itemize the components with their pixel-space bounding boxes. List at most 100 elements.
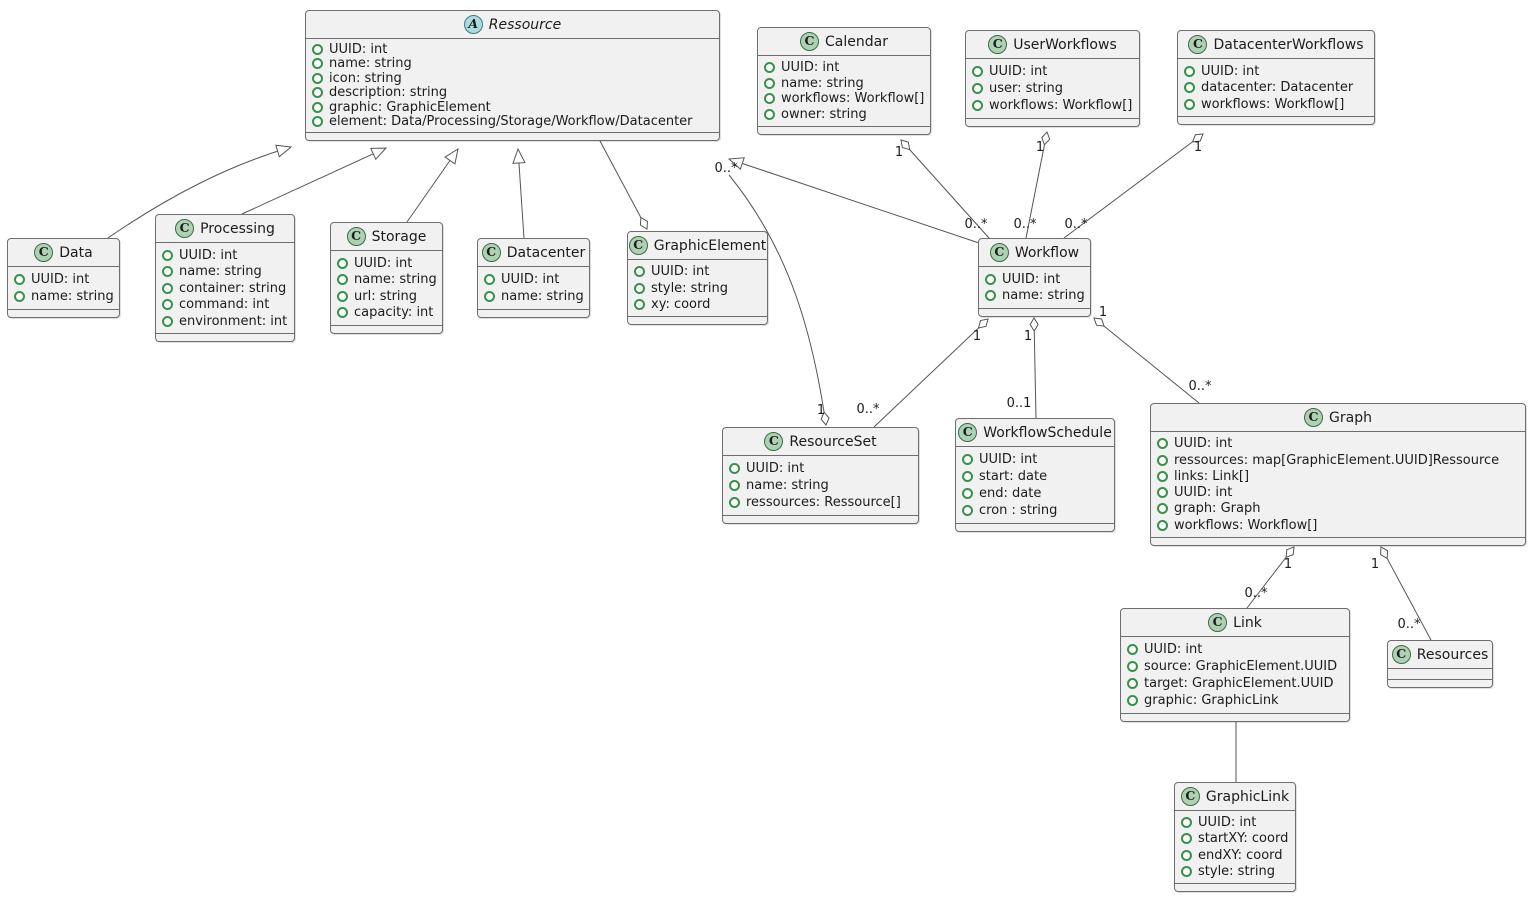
- field-visibility-icon: [764, 61, 775, 73]
- class-icon: C: [1208, 613, 1228, 632]
- attribute: cron : string: [962, 504, 1107, 517]
- attribute: element: Data/Processing/Storage/Workflo…: [312, 115, 712, 128]
- attribute: name: string: [729, 479, 911, 492]
- multiplicity-label: 0..*: [1397, 617, 1421, 632]
- field-visibility-icon: [634, 298, 645, 310]
- methods-compartment: [156, 333, 294, 341]
- field-visibility-icon: [162, 249, 173, 261]
- attribute-text: ressources: Ressource[]: [746, 495, 901, 510]
- edge-Graph-Workflow: [1093, 317, 1200, 404]
- field-visibility-icon: [1157, 519, 1168, 531]
- attribute-text: container: string: [179, 280, 287, 296]
- class-name: Link: [1233, 614, 1262, 631]
- attribute: UUID: int: [14, 273, 112, 286]
- methods-compartment: [478, 309, 589, 317]
- class-name: Calendar: [825, 33, 888, 50]
- attribute-text: UUID: int: [329, 41, 388, 57]
- field-visibility-icon: [1181, 833, 1192, 845]
- attribute-text: UUID: int: [989, 64, 1048, 79]
- field-visibility-icon: [764, 93, 775, 105]
- field-visibility-icon: [312, 58, 323, 70]
- attribute-text: xy: coord: [651, 296, 711, 312]
- attribute-text: UUID: int: [501, 272, 560, 287]
- multiplicity-label: 1: [1371, 557, 1379, 572]
- attribute: UUID: int: [729, 462, 911, 475]
- attribute-text: name: string: [31, 289, 114, 304]
- attribute-text: UUID: int: [781, 59, 840, 75]
- field-visibility-icon: [312, 87, 323, 99]
- field-visibility-icon: [14, 291, 25, 302]
- attribute: graph: Graph: [1157, 502, 1518, 515]
- attribute-text: owner: string: [781, 107, 867, 123]
- edge-Ressource-ResourceSet: [728, 174, 830, 426]
- class-icon: C: [1180, 787, 1200, 806]
- class-name: Ressource: [488, 16, 562, 33]
- field-visibility-icon: [312, 116, 323, 128]
- attribute-text: datacenter: Datacenter: [1201, 80, 1354, 95]
- attribute-text: startXY: coord: [1198, 831, 1289, 847]
- attribute-text: ressources: map[GraphicElement.UUID]Ress…: [1174, 452, 1500, 468]
- field-visibility-icon: [1184, 82, 1195, 93]
- attribute-text: UUID: int: [179, 247, 238, 263]
- attribute: UUID: int: [962, 453, 1107, 466]
- field-visibility-icon: [1157, 470, 1168, 482]
- attribute: style: string: [634, 282, 760, 295]
- field-visibility-icon: [972, 66, 983, 77]
- attribute-text: name: string: [781, 75, 864, 91]
- field-visibility-icon: [1127, 678, 1138, 689]
- class-name: GraphicLink: [1205, 788, 1290, 805]
- edge-Workflow-UserWorkflows: [1025, 131, 1051, 239]
- methods-compartment: [1388, 679, 1492, 687]
- attribute: graphic: GraphicElement: [312, 101, 712, 114]
- edge-Workflow-Ressource: [729, 159, 983, 245]
- attributes-compartment: [1388, 669, 1492, 679]
- class-icon: C: [175, 219, 195, 238]
- multiplicity-label: 0..*: [856, 402, 880, 417]
- field-visibility-icon: [729, 480, 740, 491]
- methods-compartment: [979, 308, 1090, 316]
- field-visibility-icon: [1181, 865, 1192, 877]
- attribute: name: string: [764, 77, 923, 90]
- field-visibility-icon: [312, 101, 323, 113]
- multiplicity-label: 1: [1024, 329, 1032, 344]
- field-visibility-icon: [162, 266, 173, 277]
- attribute: workflows: Workflow[]: [764, 92, 924, 105]
- field-visibility-icon: [337, 257, 348, 269]
- class-icon: C: [1188, 35, 1208, 54]
- edge-Workflow-Calendar: [900, 139, 990, 239]
- attribute-text: workflows: Workflow[]: [989, 98, 1133, 113]
- class-name: ResourceSet: [789, 433, 877, 450]
- field-visibility-icon: [1127, 661, 1138, 672]
- class-name: WorkflowSchedule: [983, 424, 1112, 441]
- class-icon: C: [800, 32, 820, 51]
- attribute-text: end: date: [979, 486, 1042, 501]
- class-name: Graph: [1329, 409, 1372, 426]
- multiplicity-label: 0..*: [1244, 586, 1268, 601]
- attribute-text: cron : string: [979, 503, 1058, 518]
- field-visibility-icon: [162, 282, 173, 294]
- methods-compartment: [966, 118, 1139, 126]
- attribute: name: string: [484, 290, 584, 303]
- attribute: description: string: [312, 86, 712, 99]
- field-visibility-icon: [162, 315, 173, 327]
- attribute-text: UUID: int: [1174, 436, 1233, 452]
- edge-Processing-Ressource: [241, 148, 386, 215]
- class-name: Storage: [371, 228, 427, 245]
- field-visibility-icon: [1181, 849, 1192, 861]
